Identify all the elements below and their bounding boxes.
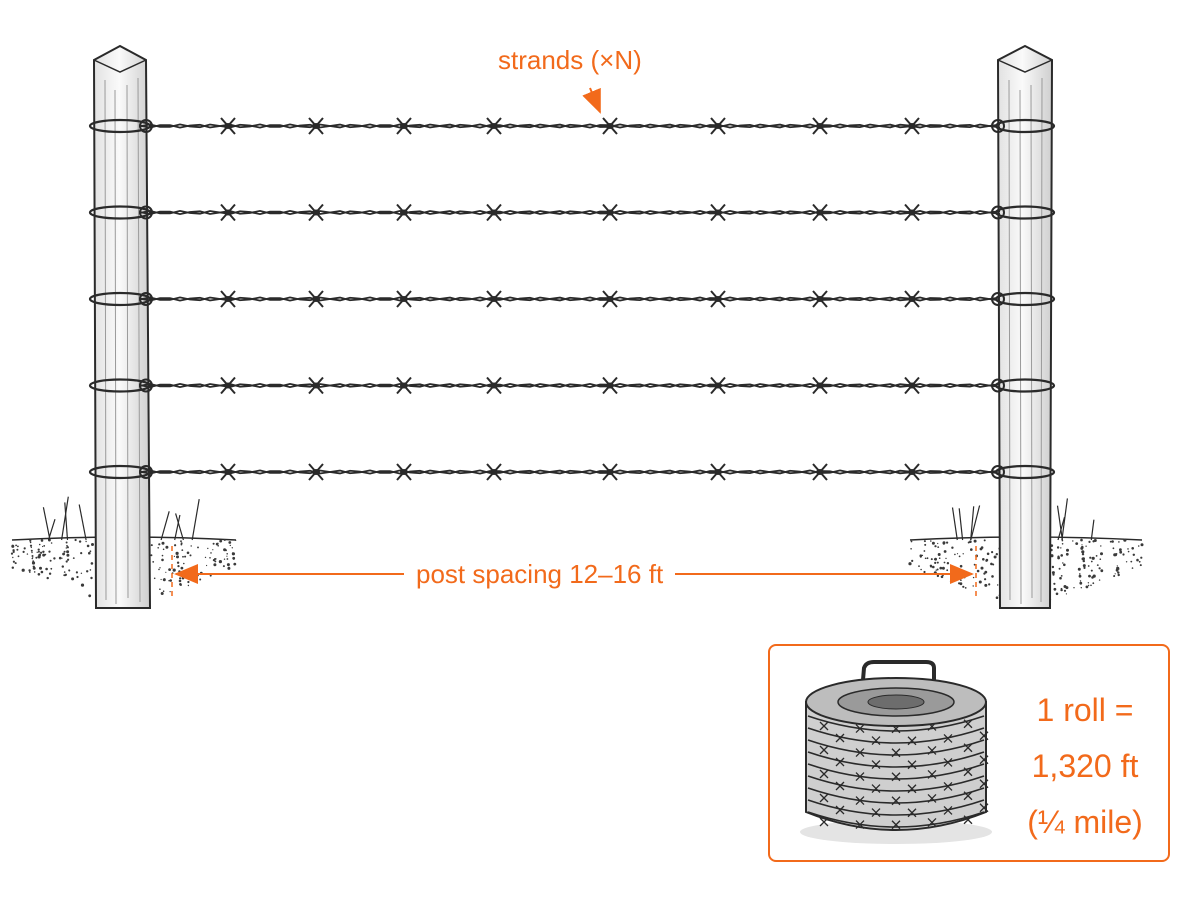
- barb: [308, 203, 324, 222]
- roll-info-box: 1 roll = 1,320 ft (¼ mile): [768, 644, 1170, 862]
- barb: [220, 117, 236, 135]
- barbed-wire-roll-icon: [800, 660, 992, 844]
- post-spacing-label: post spacing 12–16 ft: [404, 561, 676, 587]
- barb: [486, 290, 502, 308]
- strands-label: strands (×N): [498, 45, 642, 75]
- wire-strand: [88, 117, 1056, 135]
- barb: [812, 117, 828, 135]
- roll-line-2: 1,320 ft: [1031, 748, 1139, 784]
- barb: [904, 290, 920, 308]
- barb: [396, 290, 412, 308]
- roll-line-3: (¼ mile): [1027, 804, 1143, 840]
- wire-strand: [88, 203, 1056, 222]
- barb: [308, 376, 324, 395]
- barb: [308, 463, 324, 481]
- wire-strand: [88, 463, 1056, 481]
- barb: [486, 463, 502, 481]
- barb: [602, 463, 618, 481]
- barb: [396, 117, 412, 135]
- roll-line-1: 1 roll =: [1036, 692, 1134, 728]
- barb: [308, 117, 324, 135]
- barb: [904, 376, 920, 395]
- barb: [396, 463, 412, 481]
- barb: [220, 290, 236, 308]
- barb: [710, 203, 726, 222]
- barb: [602, 290, 618, 308]
- wire-strands: [88, 117, 1056, 481]
- barb: [486, 117, 502, 135]
- barb: [486, 203, 502, 222]
- barb: [904, 117, 920, 135]
- barb: [308, 290, 324, 308]
- barb: [904, 463, 920, 481]
- barb: [812, 376, 828, 395]
- barb: [812, 203, 828, 222]
- barb: [602, 117, 618, 135]
- barb: [602, 203, 618, 222]
- barb: [486, 376, 502, 395]
- barb: [220, 203, 236, 222]
- barb: [710, 117, 726, 135]
- barb: [710, 463, 726, 481]
- strands-pointer-arrow: [582, 87, 601, 114]
- wire-strand: [88, 290, 1056, 308]
- barb: [602, 376, 618, 395]
- barb: [904, 203, 920, 222]
- barb: [396, 376, 412, 395]
- wire-strand: [88, 376, 1056, 395]
- barb: [710, 376, 726, 395]
- barb: [396, 203, 412, 222]
- barb: [812, 463, 828, 481]
- barb: [220, 463, 236, 481]
- roll-length-text: 1 roll = 1,320 ft (¼ mile): [1010, 682, 1160, 850]
- barb: [220, 376, 236, 395]
- barb: [812, 290, 828, 308]
- barb: [710, 290, 726, 308]
